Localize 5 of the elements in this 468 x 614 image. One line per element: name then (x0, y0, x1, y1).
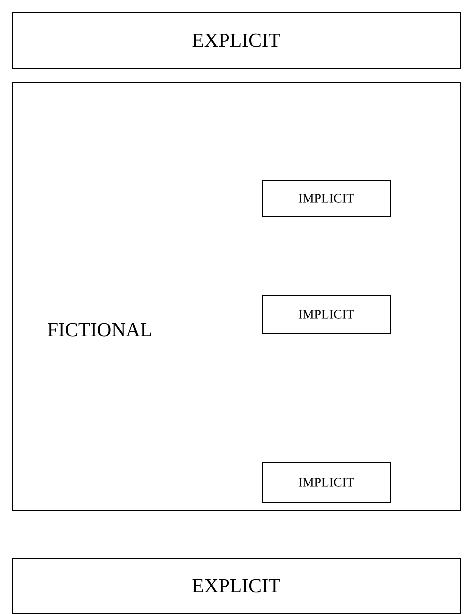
label-box: IMPLICIT (262, 462, 391, 503)
label-box: IMPLICIT (262, 295, 391, 334)
text-box: EXPLICIT (12, 12, 461, 69)
text-box: EXPLICIT (12, 558, 461, 614)
label-box: IMPLICIT (262, 180, 391, 217)
